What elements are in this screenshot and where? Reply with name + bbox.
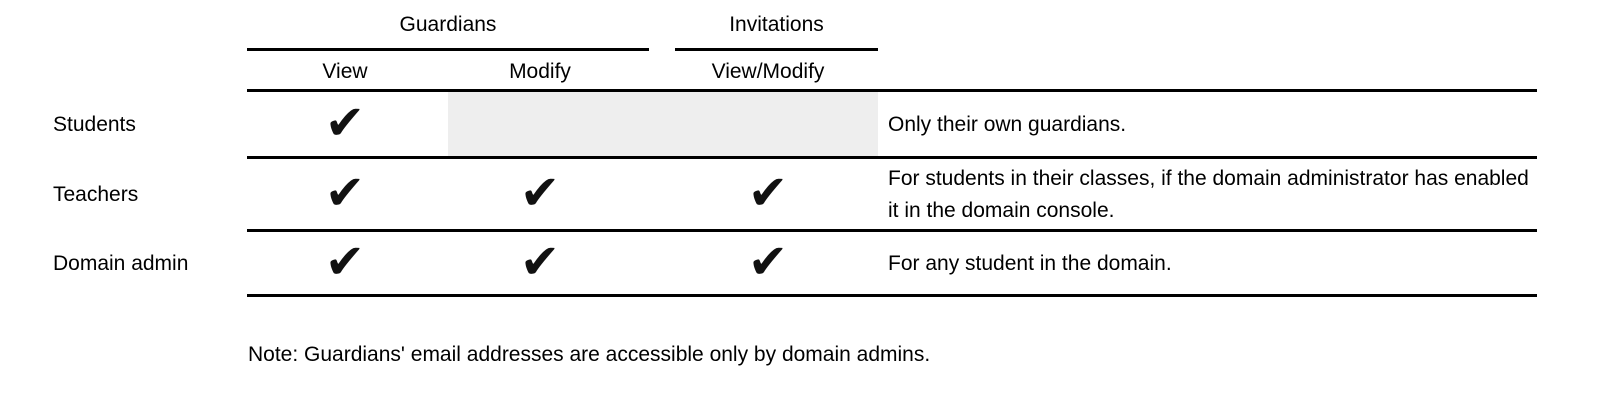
check-icon: ✔ — [519, 236, 561, 289]
subheader-view: View — [322, 60, 368, 83]
cell-teachers-invitations: ✔ — [668, 159, 868, 229]
row-label-students: Students — [53, 113, 136, 136]
row-label-teachers: Teachers — [53, 183, 139, 206]
column-group-invitations: Invitations — [729, 13, 824, 36]
check-icon: ✔ — [519, 167, 561, 220]
disabled-cells-shade — [448, 92, 878, 156]
subheader-view-modify: View/Modify — [711, 60, 825, 83]
cell-teachers-view: ✔ — [255, 159, 435, 229]
cell-admin-view: ✔ — [255, 232, 435, 294]
check-icon: ✔ — [747, 236, 789, 289]
row-note-students: Only their own guardians. — [888, 113, 1127, 136]
check-icon: ✔ — [324, 167, 366, 220]
row-label-domain-admin: Domain admin — [53, 252, 189, 275]
table-rule-bottom — [247, 294, 1537, 297]
cell-admin-invitations: ✔ — [668, 232, 868, 294]
row-note-domain-admin: For any student in the domain. — [888, 252, 1172, 275]
invitations-underline — [675, 48, 878, 51]
row-note-teachers: For students in their classes, if the do… — [888, 167, 1529, 222]
footnote: Note: Guardians' email addresses are acc… — [248, 343, 931, 366]
column-group-guardians: Guardians — [399, 13, 497, 36]
cell-teachers-modify: ✔ — [440, 159, 640, 229]
guardians-underline — [247, 48, 649, 51]
check-icon: ✔ — [747, 167, 789, 220]
cell-admin-modify: ✔ — [440, 232, 640, 294]
table-rule-after-teachers — [247, 229, 1537, 232]
table-rule-top — [247, 89, 1537, 92]
subheader-modify: Modify — [509, 60, 571, 83]
check-icon: ✔ — [324, 97, 366, 150]
table-rule-after-students — [247, 156, 1537, 159]
check-icon: ✔ — [324, 236, 366, 289]
cell-students-view: ✔ — [255, 92, 435, 156]
